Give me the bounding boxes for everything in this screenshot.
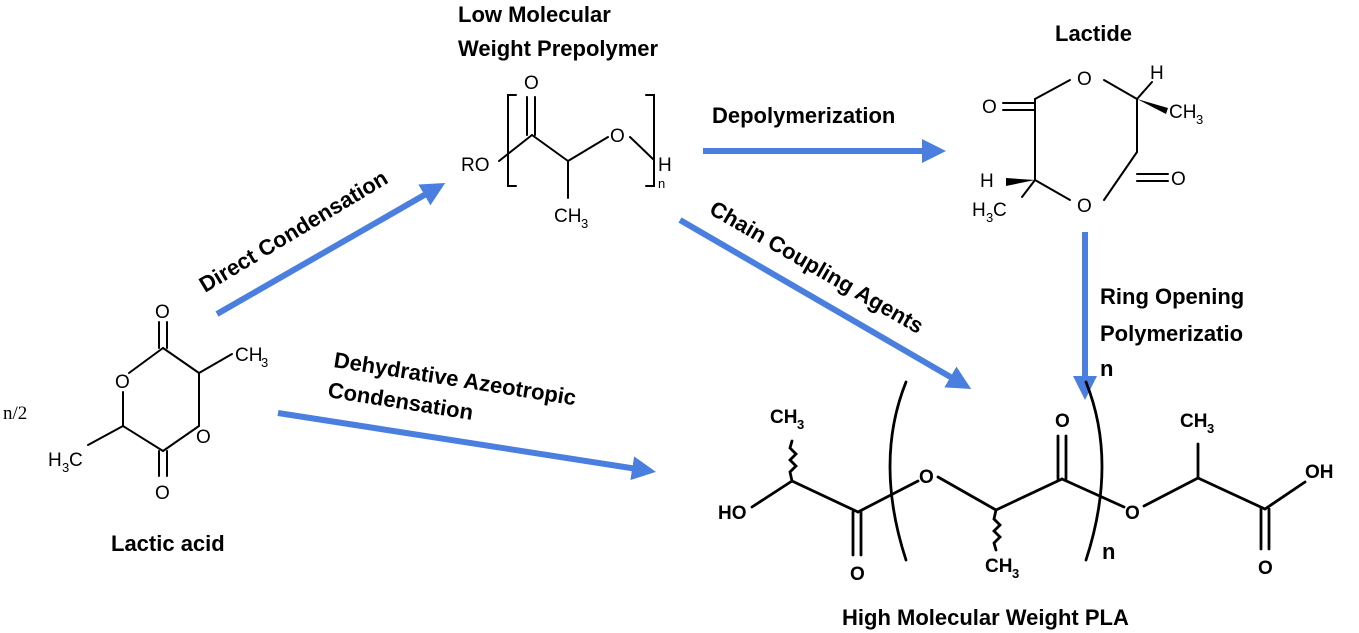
pla-o-carbonyl-mid: O <box>1055 411 1070 432</box>
lactic-o-left: O <box>115 372 130 393</box>
lactide-o-right: O <box>1171 169 1186 190</box>
repeat-n: n <box>658 176 665 191</box>
n-half-label: n/2 <box>3 403 27 424</box>
pla-ch3-left: CH <box>770 407 797 428</box>
pla-structure: HO CH 3 O O CH 3 O n O CH 3 OH O <box>718 380 1334 585</box>
ester-o: O <box>610 126 625 147</box>
lactic-h3c-3: 3 <box>62 460 69 475</box>
lactide-o-left: O <box>982 97 997 118</box>
lactide-h-left: H <box>980 171 994 192</box>
pla-o-chain-left: O <box>919 467 934 488</box>
pla-o-chain-right: O <box>1125 503 1140 524</box>
methyl-3: 3 <box>581 216 588 231</box>
lactic-o-bottom: O <box>155 483 170 504</box>
lactide-h3c-c: C <box>993 200 1007 221</box>
lactide-ch-right-3: 3 <box>1196 112 1203 127</box>
lactic-o-right: O <box>196 427 211 448</box>
wedge-bond-top <box>1137 99 1168 114</box>
wedge-bond-bottom <box>1006 178 1035 186</box>
methyl-ch: CH <box>554 206 581 227</box>
direct-condensation-arrow <box>215 183 446 317</box>
pla-ch3-right: CH <box>1180 411 1207 432</box>
lactic-h3c-c: C <box>69 450 83 471</box>
prepolymer-title-line1: Low Molecular <box>458 2 611 27</box>
lactide-h3c-3: 3 <box>986 210 993 225</box>
depolymerization-label: Depolymerization <box>712 103 895 128</box>
pla-o-carbonyl-right: O <box>1258 558 1273 579</box>
lactide-title: Lactide <box>1055 21 1132 46</box>
carbonyl-o: O <box>524 73 539 94</box>
ring-opening-label-line1: Ring Opening <box>1100 284 1244 309</box>
prepolymer-structure: RO O O H n CH 3 <box>461 73 672 231</box>
left-bracket <box>507 94 517 187</box>
pla-ch3-right-3: 3 <box>1207 421 1214 436</box>
lactide-h3c-h: H <box>972 200 986 221</box>
pla-ch3-mid-3: 3 <box>1012 566 1019 581</box>
high-mw-pla-title: High Molecular Weight PLA <box>842 605 1129 630</box>
lactic-acid-structure: n/2 O O O O CH 3 H 3 C <box>3 302 268 504</box>
ro-group: RO <box>461 155 490 176</box>
pla-ho: HO <box>718 503 747 524</box>
lactide-h-top: H <box>1150 63 1164 84</box>
lactic-ch-3: 3 <box>261 355 268 370</box>
lactide-o-top: O <box>1077 69 1092 90</box>
dehydrative-arrow <box>277 410 656 481</box>
lactic-acid-title: Lactic acid <box>111 531 225 556</box>
chain-coupling-label: Chain Coupling Agents <box>706 196 928 339</box>
pla-repeat-n: n <box>1102 539 1115 564</box>
right-bracket <box>645 94 655 187</box>
pla-oh: OH <box>1305 462 1334 483</box>
pla-o-carbonyl-left: O <box>850 564 865 585</box>
pla-right-paren <box>1084 380 1104 562</box>
prepolymer-title-line2: Weight Prepolymer <box>458 36 659 61</box>
lactic-o-top: O <box>155 302 170 323</box>
arrows <box>215 139 1097 481</box>
lactic-h3c-h: H <box>48 450 62 471</box>
pla-left-paren <box>888 380 908 562</box>
lactic-ch: CH <box>235 345 262 366</box>
ring-opening-label-line3: n <box>1100 356 1113 381</box>
pla-ch3-mid: CH <box>985 556 1012 577</box>
end-h: H <box>658 155 672 176</box>
chain-coupling-arrow <box>678 217 972 390</box>
lactide-structure: O O O O H CH 3 H H 3 C <box>972 63 1203 225</box>
pla-ch3-left-3: 3 <box>797 417 804 432</box>
lactide-ch-right: CH <box>1169 102 1196 123</box>
ring-opening-label-line2: Polymerizatio <box>1100 321 1243 346</box>
lactide-o-bottom: O <box>1077 196 1092 217</box>
